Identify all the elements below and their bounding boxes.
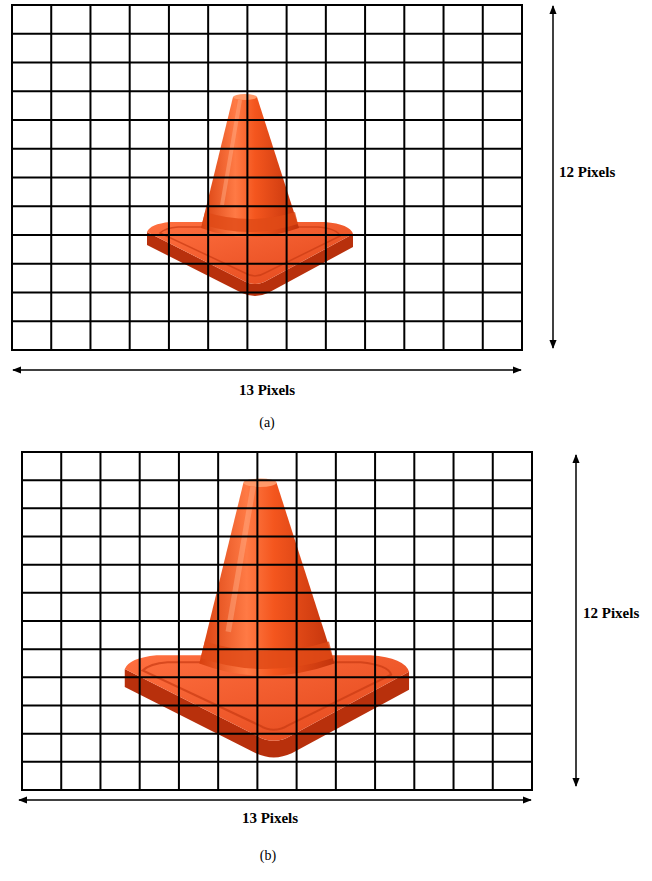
dimension-arrow [13,369,521,371]
dimension-label: 12 Pixels [558,164,616,181]
grid-line [22,676,532,678]
grid-line [12,4,522,6]
dimension-arrow [552,6,554,348]
panel-label: (a) [258,415,276,430]
grid-line [12,234,522,236]
panel-label: (b) [259,848,277,863]
pixel-grid [12,5,522,350]
pixel-grid [22,452,532,790]
dimension-arrow [575,455,577,786]
grid-line [22,592,532,594]
grid-line [22,761,532,763]
grid-line [22,620,532,622]
grid-line [12,263,522,265]
grid-line [12,349,522,351]
dimension-label: 12 Pixels [582,605,640,622]
grid-line [22,564,532,566]
grid-line [12,292,522,294]
dimension-label: 13 Pixels [241,810,299,827]
grid-line [22,536,532,538]
grid-line [22,507,532,509]
grid-line [12,320,522,322]
grid-line [22,451,532,453]
grid-line [22,648,532,650]
grid-line [22,733,532,735]
grid-line [12,177,522,179]
grid-line [12,90,522,92]
traffic-cone [147,94,353,296]
dimension-arrow [19,799,531,801]
grid-line [12,205,522,207]
grid-line [12,33,522,35]
grid-line [22,479,532,481]
grid-line [12,148,522,150]
grid-line [12,62,522,64]
grid-line [22,705,532,707]
traffic-cone [125,479,409,758]
dimension-label: 13 Pixels [238,382,296,399]
grid-line [12,119,522,121]
grid-line [22,789,532,791]
